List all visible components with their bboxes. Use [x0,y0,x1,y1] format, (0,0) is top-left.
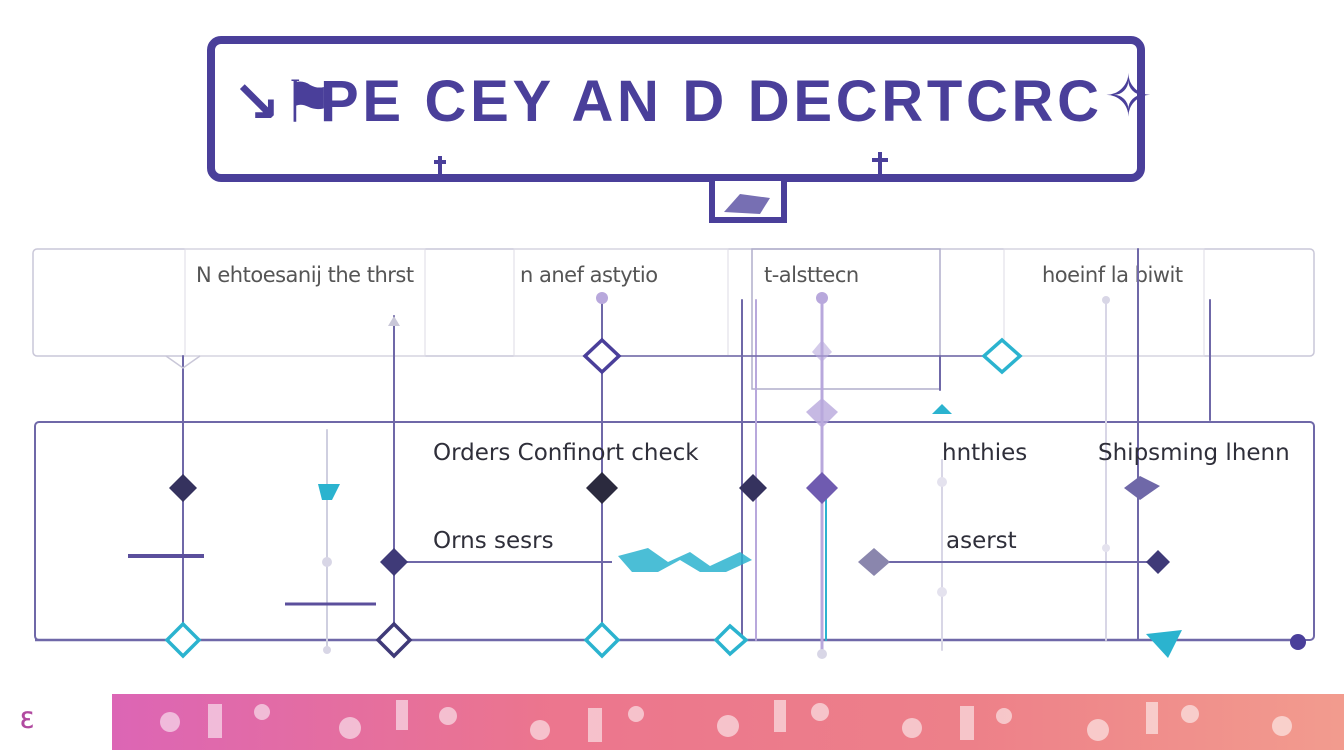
decision-node[interactable] [981,337,1023,375]
flow-nodes [164,292,1306,659]
lane-label-shipping: Shipsming lhenn [1098,440,1290,466]
activity-node[interactable] [169,474,197,502]
decision-node[interactable] [812,340,832,362]
activity-node[interactable] [858,548,890,576]
start-dot[interactable] [816,292,828,304]
title-left-glyph: ↘⚑ [232,70,335,135]
end-node[interactable] [375,621,413,659]
column-header-strip: N ehtoesanij the thrst n anef astytio t-… [32,248,1315,390]
lane-label-5: aserst [946,528,1017,554]
waypoint-dot [322,557,332,567]
banner-ornament-right [872,152,888,182]
lane-labels: Orders Confinort check hnthies Shipsming… [433,440,1290,554]
lane-label-2: hnthies [942,440,1027,466]
activity-node[interactable] [318,484,340,500]
swimlane-box [34,421,1315,642]
arrow-marker [932,404,952,414]
arrow-marker [388,316,400,326]
lane-label-orders: Orders Confinort check [433,440,699,466]
decision-node[interactable] [582,337,622,375]
title-banner: ↘⚑ PE CEY AN D DECRTCRC ✧ [207,36,1154,223]
horizontal-connectors [128,355,1160,606]
title-right-glyph: ✧ [1104,64,1154,129]
lane-label-4: Orns sesrs [433,528,554,554]
activity-node[interactable] [806,472,838,504]
column-label-4: hoeinf la biwit [1042,263,1183,287]
waypoint-dot [937,587,947,597]
column-label-1: N ehtoesanij the thrst [196,263,414,287]
start-dot[interactable] [596,292,608,304]
column-label-2: n anef astytio [520,263,658,287]
diagram-title: PE CEY AN D DECRTCRC [320,69,1100,134]
start-dot[interactable] [1102,296,1110,304]
message-flow [618,548,752,572]
waypoint-dot [1102,544,1110,552]
end-node[interactable] [1146,630,1182,658]
end-node[interactable] [164,621,202,659]
column-label-3: t-alsttecn [764,263,859,287]
footer-mark: ℇ [20,708,34,733]
decision-node[interactable] [806,398,838,428]
terminal-dot[interactable] [1290,634,1306,650]
junction-marker [165,355,201,369]
end-node[interactable] [583,621,621,659]
waypoint-dot [817,649,827,659]
waypoint-dot [937,477,947,487]
activity-node[interactable] [380,548,408,576]
footer-band: ℇ [20,694,1344,750]
activity-node[interactable] [586,472,618,504]
activity-node[interactable] [1146,550,1170,574]
banner-ornament-left [434,156,446,180]
end-node[interactable] [713,623,749,657]
footer-pattern-cutouts [160,700,1292,742]
banner-connector-icon [724,194,770,214]
activity-node[interactable] [739,474,767,502]
waypoint-dot [323,646,331,654]
activity-node[interactable] [1124,476,1160,500]
